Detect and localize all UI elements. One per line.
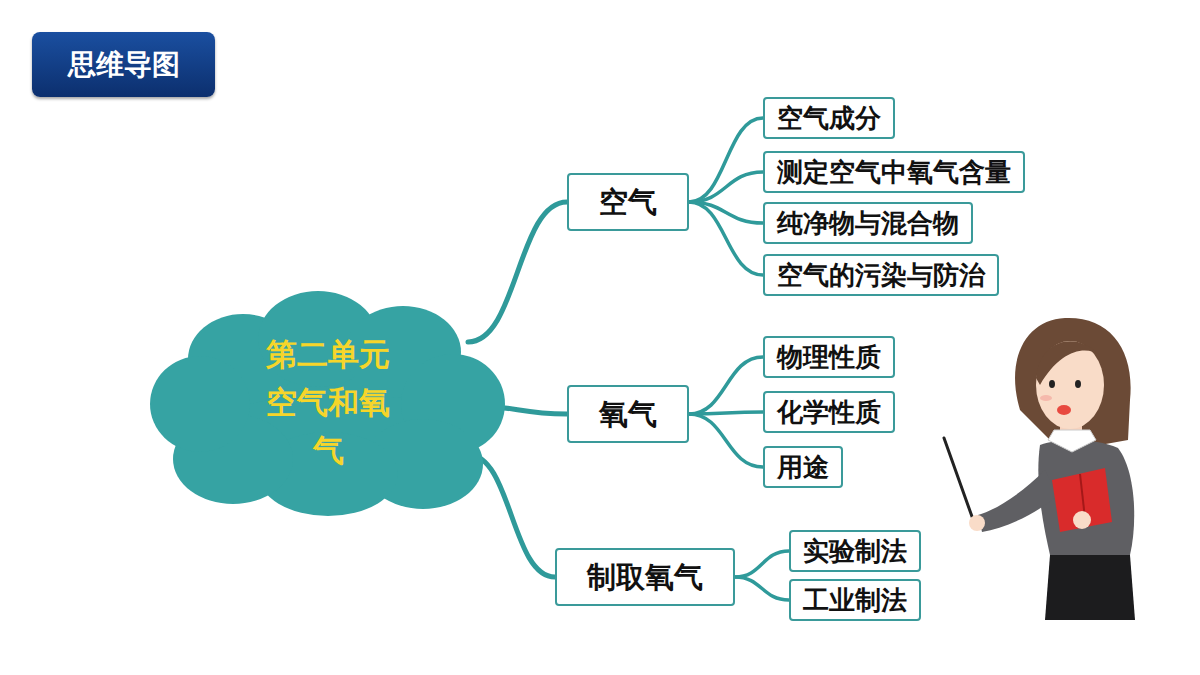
topic-box: 用途 — [763, 446, 843, 488]
node-label: 测定空气中氧气含量 — [777, 157, 1011, 187]
cheek — [1040, 395, 1052, 401]
node-label: 制取氧气 — [587, 559, 703, 595]
branch-line — [735, 577, 789, 600]
node-label: 实验制法 — [803, 536, 907, 566]
collar — [1048, 430, 1096, 452]
node-label: 化学性质 — [777, 397, 881, 427]
node-label: 纯净物与混合物 — [777, 208, 959, 238]
title-badge: 思维导图 — [32, 32, 215, 97]
node-label: 空气成分 — [777, 103, 881, 133]
topic-box: 纯净物与混合物 — [763, 202, 973, 244]
topic-box: 空气的污染与防治 — [763, 254, 999, 296]
topic-box: 工业制法 — [789, 579, 921, 621]
node-label: 工业制法 — [803, 585, 907, 615]
hand — [1073, 511, 1091, 529]
topic-box: 化学性质 — [763, 391, 895, 433]
mouth — [1057, 405, 1071, 415]
book — [1052, 468, 1112, 532]
pointer-stick — [944, 438, 975, 525]
fringe — [1036, 341, 1100, 385]
branch-line — [689, 412, 763, 414]
branch-box: 氧气 — [567, 385, 689, 443]
branch-line — [689, 202, 763, 275]
face — [1036, 341, 1104, 429]
title: 思维导图 — [68, 46, 180, 84]
node-label: 空气的污染与防治 — [777, 260, 985, 290]
node-label: 第二单元 空气和氧气 — [253, 330, 403, 474]
eye — [1049, 380, 1055, 388]
node-label: 氧气 — [599, 396, 657, 432]
eye — [1075, 380, 1081, 388]
branch-box: 制取氧气 — [555, 548, 735, 606]
skirt — [1045, 555, 1135, 620]
topic-box: 物理性质 — [763, 336, 895, 378]
branch-line — [689, 357, 763, 414]
hand — [969, 515, 985, 531]
branch-line — [689, 414, 763, 467]
central-topic: 第二单元 空气和氧气 — [148, 284, 508, 520]
topic-box: 测定空气中氧气含量 — [763, 151, 1025, 193]
branch-box: 空气 — [567, 173, 689, 231]
branch-line — [468, 202, 567, 342]
node-label: 空气 — [599, 184, 657, 220]
node-label: 物理性质 — [777, 342, 881, 372]
node-label: 用途 — [777, 452, 829, 482]
topic-box: 实验制法 — [789, 530, 921, 572]
hair — [1015, 318, 1131, 445]
arm — [978, 470, 1058, 532]
branch-line — [735, 551, 789, 577]
branch-line — [689, 118, 763, 202]
branch-line — [689, 172, 763, 202]
topic-box: 空气成分 — [763, 97, 895, 139]
